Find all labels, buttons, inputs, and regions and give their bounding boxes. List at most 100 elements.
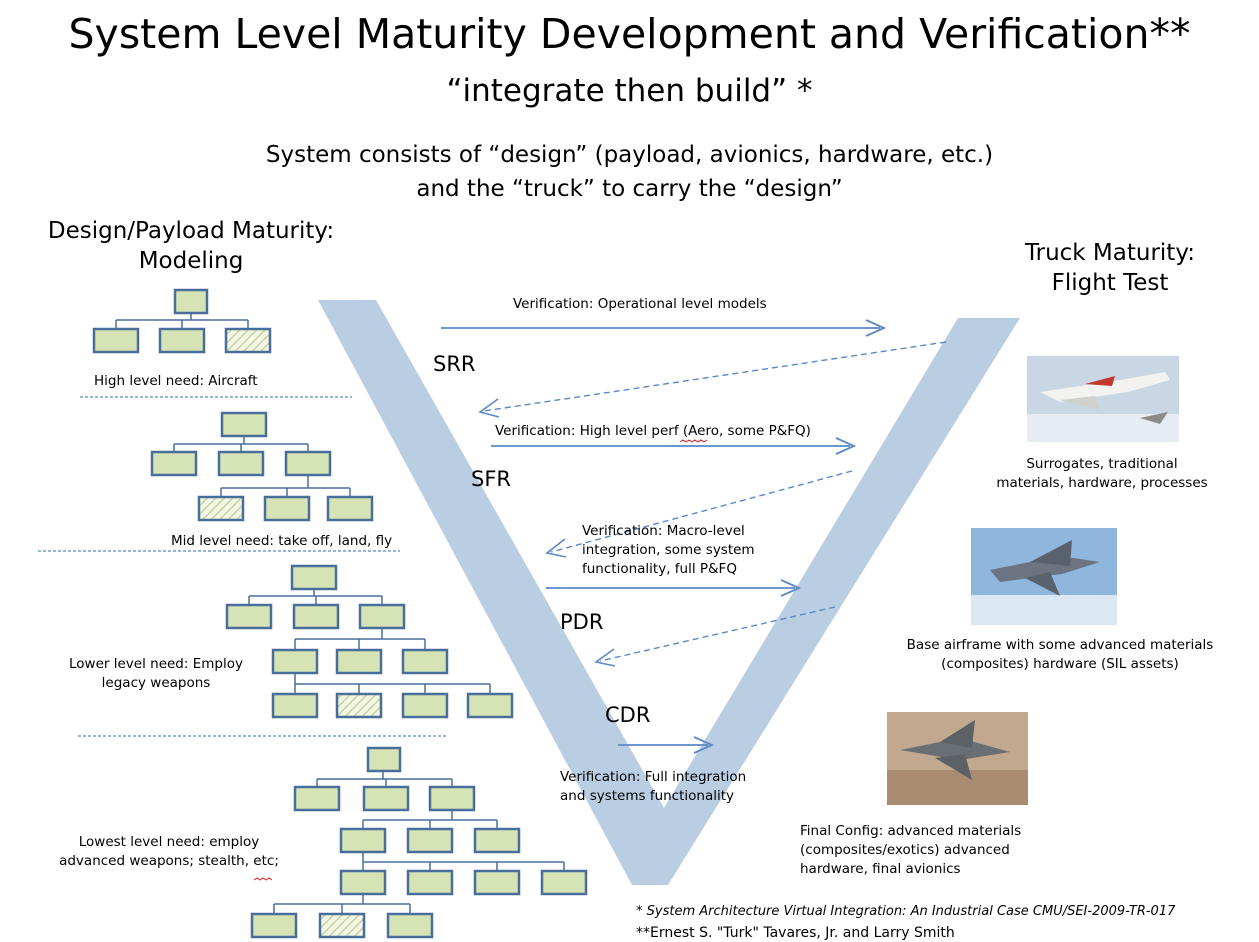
- tree-node-hatched: [318, 912, 366, 939]
- right-heading-line-2: Flight Test: [1051, 270, 1169, 296]
- truck-2-line-2: (composites) hardware (SIL assets): [941, 656, 1179, 672]
- tree-node: [466, 692, 514, 719]
- tree-node: [335, 648, 383, 675]
- gate-srr: SRR: [433, 352, 476, 376]
- tree-node: [366, 746, 402, 773]
- level-mid-label: Mid level need: take off, land, fly: [171, 533, 393, 549]
- right-heading: Truck Maturity: Flight Test: [980, 238, 1240, 298]
- tree-boxes: [92, 288, 588, 939]
- arrowhead-v4: [693, 736, 715, 754]
- verification-4-label: Verification: Full integration and syste…: [560, 768, 746, 806]
- verification-4-line-1: Verification: Full integration: [560, 769, 747, 785]
- tree-node: [406, 827, 454, 854]
- description-line-1: System consists of “design” (payload, av…: [265, 142, 994, 168]
- verification-2-label: Verification: High level perf (Aero, som…: [495, 423, 811, 439]
- verification-3-label: Verification: Macro-level integration, s…: [582, 522, 755, 579]
- truck-1-label: Surrogates, traditional materials, hardw…: [982, 455, 1222, 493]
- truck-1-line-2: materials, hardware, processes: [996, 475, 1208, 491]
- tree-node-hatched: [197, 495, 245, 522]
- tree-node-hatched: [224, 327, 272, 354]
- tree-node: [362, 785, 410, 812]
- tree-node: [263, 495, 311, 522]
- footnote-2: **Ernest S. "Turk" Tavares, Jr. and Larr…: [636, 925, 955, 941]
- level-lowest-line-1: Lowest level need: employ: [78, 834, 260, 850]
- truck-3-label: Final Config: advanced materials (compos…: [800, 822, 1021, 879]
- level-lowest-label: Lowest level need: employ advanced weapo…: [34, 833, 304, 871]
- tree-node: [284, 450, 332, 477]
- tree-node: [271, 692, 319, 719]
- truck-1-line-1: Surrogates, traditional: [1026, 456, 1178, 472]
- verification-4-line-2: and systems functionality: [560, 788, 735, 804]
- return-arrowhead-3: [594, 648, 616, 667]
- truck-2-line-1: Base airframe with some advanced materia…: [906, 637, 1214, 653]
- truck-3-line-3: hardware, final avionics: [800, 861, 961, 877]
- tree-node: [220, 411, 268, 438]
- left-heading: Design/Payload Maturity: Modeling: [26, 216, 356, 276]
- level-separators: [38, 396, 448, 737]
- tree-node: [339, 869, 387, 896]
- tree-node: [150, 450, 198, 477]
- level-lower-label: Lower level need: Employ legacy weapons: [40, 655, 272, 693]
- left-heading-line-2: Modeling: [138, 248, 244, 274]
- return-arrow-2: [550, 470, 853, 553]
- description: System consists of “design” (payload, av…: [0, 138, 1259, 206]
- tree-node: [428, 785, 476, 812]
- page-subtitle: “integrate then build” *: [446, 73, 813, 109]
- truck-3-line-1: Final Config: advanced materials: [800, 823, 1022, 839]
- description-line-2: and the “truck” to carry the “design”: [416, 176, 843, 202]
- verification-3-line-1: Verification: Macro-level: [582, 523, 745, 539]
- tree-node: [386, 912, 434, 939]
- level-lower-line-1: Lower level need: Employ: [69, 656, 243, 672]
- level-high-label: High level need: Aircraft: [94, 373, 258, 389]
- level-lower-line-2: legacy weapons: [101, 675, 211, 691]
- arrowhead-v2: [835, 437, 857, 455]
- return-arrowhead-1: [478, 398, 500, 418]
- left-heading-line-1: Design/Payload Maturity:: [47, 218, 335, 244]
- verification-1-label: Verification: Operational level models: [513, 296, 767, 312]
- arrowhead-v3: [780, 579, 802, 597]
- arrowhead-v1: [865, 319, 887, 337]
- tree-node: [540, 869, 588, 896]
- return-arrow-3: [599, 606, 836, 662]
- tree-node: [401, 692, 449, 719]
- tree-node: [250, 912, 298, 939]
- tree-node: [326, 495, 374, 522]
- return-arrowhead-2: [545, 538, 567, 558]
- tree-node: [358, 603, 406, 630]
- verification-3-line-3: functionality, full P&FQ: [582, 561, 737, 577]
- tree-connectors: [115, 313, 565, 914]
- tree-node: [92, 327, 140, 354]
- footnote-1: * System Architecture Virtual Integratio…: [636, 904, 1176, 919]
- truck-2-label: Base airframe with some advanced materia…: [870, 636, 1250, 674]
- level-lowest-line-2: advanced weapons; stealth, etc;: [59, 853, 279, 869]
- tree-node: [401, 648, 449, 675]
- tree-node: [290, 564, 338, 591]
- gate-pdr: PDR: [560, 610, 604, 634]
- photo-final-config: [887, 712, 1028, 805]
- gate-sfr: SFR: [471, 467, 512, 491]
- tree-node: [271, 648, 319, 675]
- tree-node: [473, 827, 521, 854]
- gate-cdr: CDR: [605, 703, 651, 727]
- tree-node: [292, 603, 340, 630]
- tree-node: [339, 827, 387, 854]
- tree-node: [293, 785, 341, 812]
- verification-3-line-2: integration, some system: [582, 542, 755, 558]
- truck-3-line-2: (composites/exotics) advanced: [800, 842, 1010, 858]
- tree-node: [217, 450, 265, 477]
- return-arrow-1: [483, 341, 947, 412]
- tree-node: [158, 327, 206, 354]
- tree-node-hatched: [335, 692, 383, 719]
- tree-node: [173, 288, 209, 315]
- tree-node: [473, 869, 521, 896]
- photo-surrogate-aircraft: [1027, 356, 1179, 442]
- v-shape: [318, 300, 1020, 885]
- photo-base-airframe: [971, 528, 1117, 625]
- right-heading-line-1: Truck Maturity:: [1024, 240, 1196, 266]
- page-title: System Level Maturity Development and Ve…: [68, 10, 1191, 58]
